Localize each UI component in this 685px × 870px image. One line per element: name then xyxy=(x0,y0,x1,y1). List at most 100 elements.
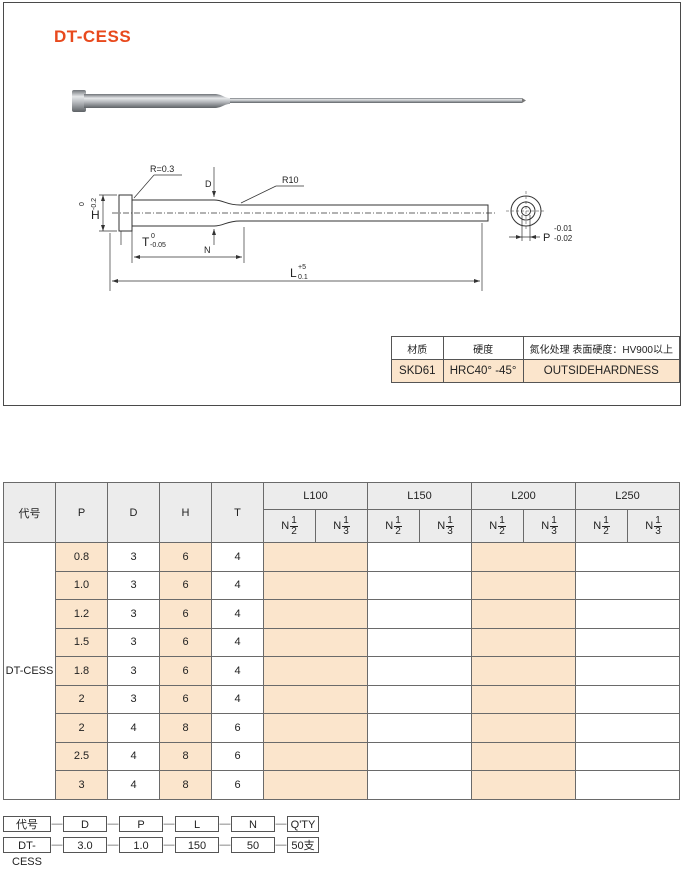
order-example-box: 1.0 xyxy=(119,837,163,853)
h-cell: 6 xyxy=(159,684,212,714)
l100-cell xyxy=(263,656,368,686)
h-tol-upper: 0 xyxy=(79,202,86,206)
l100-cell xyxy=(263,770,368,800)
treatment-header: 氮化处理 表面硬度：HV900以上 xyxy=(522,336,681,360)
l150-cell xyxy=(367,627,472,657)
t-tol-lower: -0.05 xyxy=(150,242,166,249)
order-separator: — xyxy=(219,839,231,851)
t-cell: 6 xyxy=(211,713,264,743)
l200-cell xyxy=(471,770,576,800)
h-cell: 6 xyxy=(159,656,212,686)
p-cell: 0.8 xyxy=(55,542,108,572)
order-header-box: Q'TY xyxy=(287,816,319,832)
l200-cell xyxy=(471,570,576,600)
t-cell: 6 xyxy=(211,741,264,771)
r10-label: R10 xyxy=(282,175,299,185)
order-header-row: 代号—D—P—L—N—Q'TY xyxy=(3,815,319,833)
col-l250: L250 xyxy=(575,482,680,510)
order-example-box: DT-CESS xyxy=(3,837,51,868)
d-cell: 3 xyxy=(107,656,160,686)
l-label: L xyxy=(290,266,297,280)
p-cell: 1.0 xyxy=(55,570,108,600)
order-separator: — xyxy=(107,818,119,830)
l150-cell xyxy=(367,599,472,629)
order-header-box: 代号 xyxy=(3,816,51,832)
l150-cell xyxy=(367,770,472,800)
l250-cell xyxy=(575,713,680,743)
l100-cell xyxy=(263,627,368,657)
l100-cell xyxy=(263,713,368,743)
p-cell: 1.2 xyxy=(55,599,108,629)
d-cell: 4 xyxy=(107,770,160,800)
l250-cell xyxy=(575,542,680,572)
order-example-box: 3.0 xyxy=(63,837,107,853)
l200-cell xyxy=(471,741,576,771)
col-t: T xyxy=(211,482,264,543)
t-label: T xyxy=(142,235,150,249)
h-cell: 6 xyxy=(159,627,212,657)
order-header-box: D xyxy=(63,816,107,832)
col-l150: L150 xyxy=(367,482,472,510)
p-cell: 1.5 xyxy=(55,627,108,657)
col-code: 代号 xyxy=(3,482,56,543)
order-separator: — xyxy=(51,839,63,851)
order-separator: — xyxy=(275,839,287,851)
n-label: N xyxy=(204,245,211,255)
l250-cell xyxy=(575,656,680,686)
hardness-value: HRC40° -45° xyxy=(442,359,524,383)
l100-cell xyxy=(263,741,368,771)
d-cell: 4 xyxy=(107,741,160,771)
t-cell: 4 xyxy=(211,627,264,657)
order-separator: — xyxy=(163,839,175,851)
order-separator: — xyxy=(107,839,119,851)
col-h: H xyxy=(159,482,212,543)
material-table: 材质 硬度 氮化处理 表面硬度：HV900以上 SKD61 HRC40° -45… xyxy=(391,336,681,383)
h-cell: 6 xyxy=(159,599,212,629)
d-cell: 3 xyxy=(107,570,160,600)
l200-cell xyxy=(471,684,576,714)
col-d: D xyxy=(107,482,160,543)
d-cell: 3 xyxy=(107,542,160,572)
pin-head-shape xyxy=(72,90,86,112)
p-tol-upper: -0.01 xyxy=(554,224,573,233)
l100-cell xyxy=(263,570,368,600)
p-cell: 2 xyxy=(55,713,108,743)
product-title: DT-CESS xyxy=(54,27,132,46)
technical-drawing: R=0.3 D R10 H 0 -0.2 T 0 -0.05 N L +5 0.… xyxy=(79,164,573,291)
treatment-value: OUTSIDEHARDNESS xyxy=(522,359,681,383)
order-separator: — xyxy=(275,818,287,830)
t-cell: 4 xyxy=(211,656,264,686)
code-cell: DT-CESS xyxy=(3,542,56,800)
h-cell: 8 xyxy=(159,770,212,800)
t-cell: 4 xyxy=(211,570,264,600)
h-label: H xyxy=(91,208,100,222)
l200-cell xyxy=(471,627,576,657)
h-cell: 6 xyxy=(159,542,212,572)
pin-tip-shape xyxy=(230,98,522,103)
l150-cell xyxy=(367,570,472,600)
l250-cell xyxy=(575,570,680,600)
ejector-pin-image xyxy=(72,90,526,112)
order-header-box: P xyxy=(119,816,163,832)
order-example-box: 50支 xyxy=(287,837,319,853)
order-example: 代号—D—P—L—N—Q'TY DT-CESS—3.0—1.0—150—50—5… xyxy=(3,815,319,868)
l200-cell xyxy=(471,656,576,686)
hardness-header: 硬度 xyxy=(442,336,524,360)
p-cell: 1.8 xyxy=(55,656,108,686)
d-cell: 3 xyxy=(107,684,160,714)
l150-cell xyxy=(367,684,472,714)
